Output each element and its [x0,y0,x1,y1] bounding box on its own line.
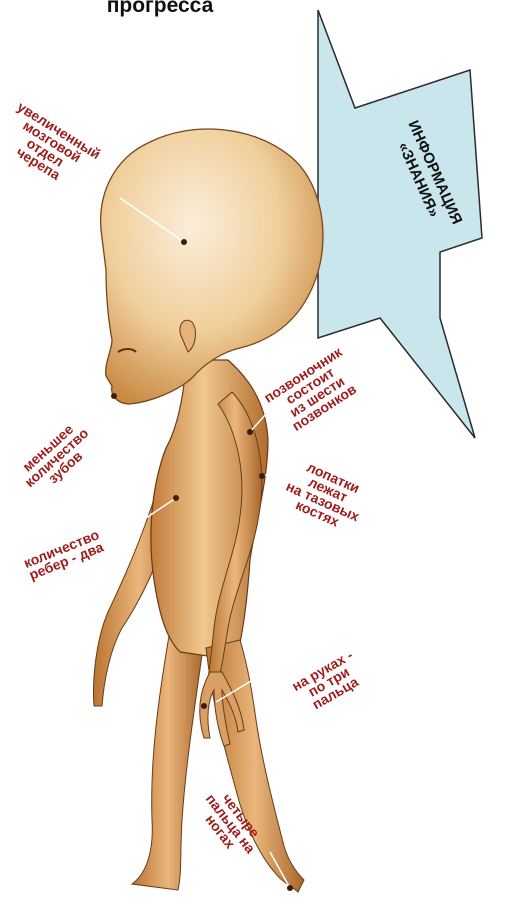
leader-shoulder [262,470,294,476]
back-leg [132,630,204,890]
